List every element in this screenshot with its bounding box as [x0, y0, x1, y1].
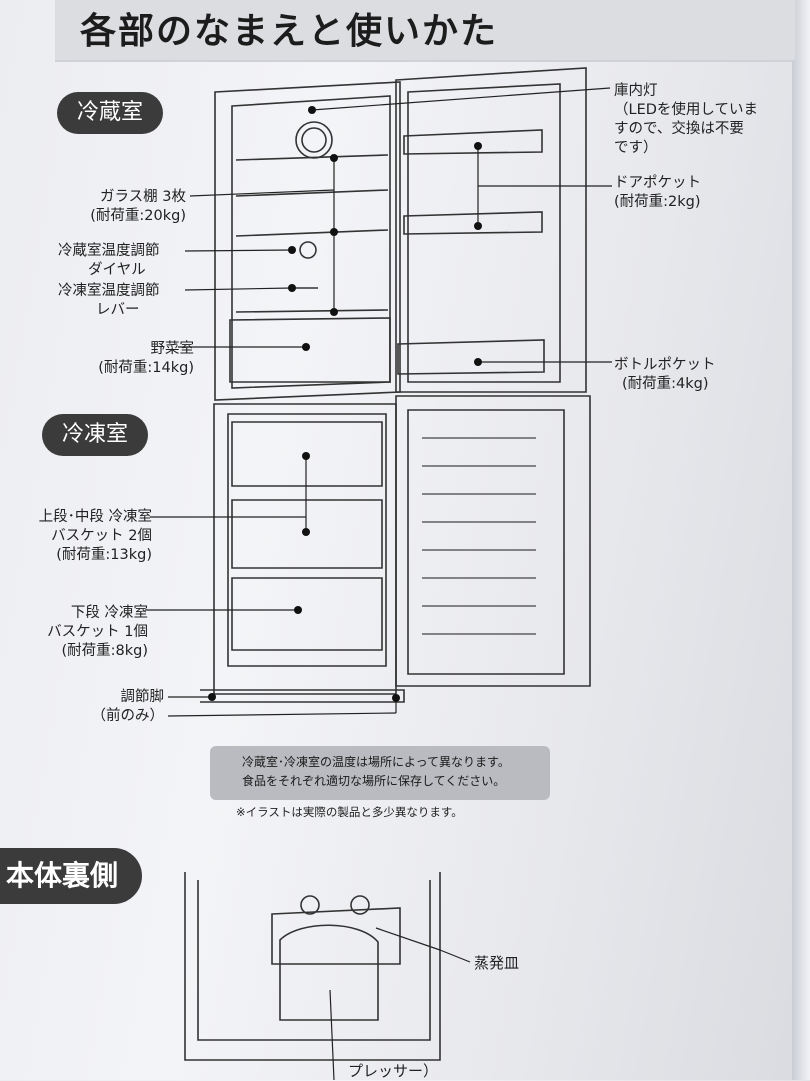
- note-text: 冷蔵室･冷凍室の温度は場所によって異なります。 食品をそれぞれ適切な場所に保存し…: [242, 753, 510, 791]
- label-upper-baskets: 上段･中段 冷凍室 バスケット 2個 (耐荷重:13kg): [10, 508, 152, 565]
- label-line: (耐荷重:14kg): [98, 360, 194, 376]
- label-door-pocket: ドアポケット (耐荷重:2kg): [614, 174, 701, 212]
- label-glass-shelf: ガラス棚 3枚 (耐荷重:20kg): [60, 188, 186, 226]
- section-fridge-badge: 冷蔵室: [57, 92, 164, 134]
- page-edge: [792, 0, 810, 1080]
- label-line: 野菜室: [150, 341, 195, 357]
- label-line: （LEDを使用していま: [614, 102, 758, 118]
- page-title: 各部のなまえと使いかた: [80, 11, 499, 52]
- label-line: 庫内灯: [614, 83, 658, 99]
- note-box: 冷蔵室･冷凍室の温度は場所によって異なります。 食品をそれぞれ適切な場所に保存し…: [210, 746, 550, 800]
- label-line: (耐荷重:2kg): [614, 194, 701, 210]
- label-line: 冷凍室温度調節: [58, 283, 160, 299]
- label-line: ドアポケット: [614, 175, 701, 191]
- section-back-badge: 本体裏側: [0, 848, 143, 904]
- label-line: 冷蔵室温度調節: [58, 243, 160, 259]
- label-vegetable: 野菜室 (耐荷重:14kg): [60, 340, 194, 378]
- note-line: 冷蔵室･冷凍室の温度は場所によって異なります。: [242, 755, 510, 769]
- label-interior-light: 庫内灯 （LEDを使用していま すので、交換は不要 です）: [614, 82, 758, 158]
- label-line: すので、交換は不要: [614, 121, 744, 137]
- label-line: バスケット 2個: [51, 528, 152, 544]
- label-line: です）: [614, 140, 658, 156]
- note-line: 食品をそれぞれ適切な場所に保存してください。: [242, 774, 506, 788]
- label-line: ボトルポケット: [614, 357, 716, 373]
- label-line: (耐荷重:8kg): [61, 643, 148, 659]
- label-line: ガラス棚 3枚: [99, 189, 186, 205]
- label-fridge-dial: 冷蔵室温度調節 ダイヤル: [58, 242, 160, 280]
- label-line: (耐荷重:20kg): [90, 208, 186, 224]
- label-line: （前のみ）: [91, 708, 165, 724]
- label-bottle-pocket: ボトルポケット (耐荷重:4kg): [614, 356, 716, 394]
- label-line: レバー: [96, 302, 140, 318]
- label-lower-basket: 下段 冷凍室 バスケット 1個 (耐荷重:8kg): [20, 604, 148, 661]
- label-freezer-lever: 冷凍室温度調節 レバー: [58, 282, 160, 320]
- label-line: ダイヤル: [88, 262, 146, 278]
- section-freezer-badge: 冷凍室: [42, 414, 149, 456]
- label-compressor: プレッサー）: [348, 1062, 439, 1080]
- label-line: バスケット 1個: [47, 624, 148, 640]
- label-line: (耐荷重:13kg): [56, 547, 152, 563]
- label-line: (耐荷重:4kg): [622, 376, 709, 392]
- header-bar: [55, 0, 795, 62]
- label-feet: 調節脚 （前のみ）: [70, 688, 165, 726]
- label-line: 上段･中段 冷凍室: [38, 509, 152, 525]
- label-line: 調節脚: [120, 689, 165, 705]
- label-evaporator: 蒸発皿: [474, 954, 520, 972]
- label-line: 下段 冷凍室: [70, 605, 148, 621]
- footnote: ※イラストは実際の製品と多少異なります。: [236, 805, 463, 819]
